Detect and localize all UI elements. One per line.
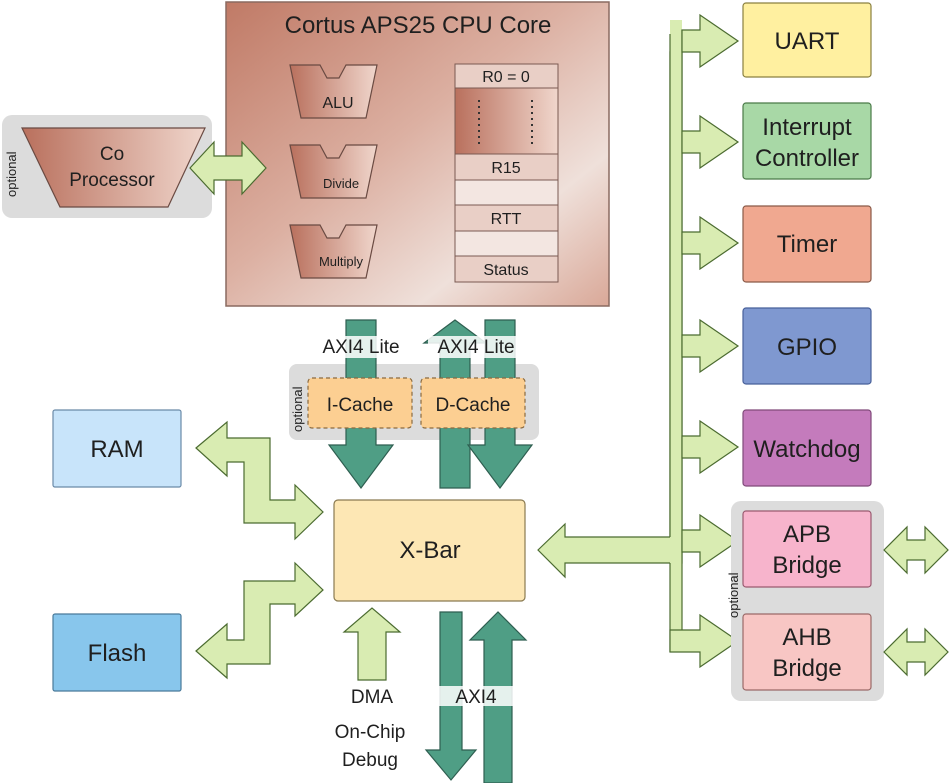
ahb-label-line2: Bridge: [772, 655, 841, 682]
branch-uart: [681, 13, 740, 69]
flash-label: Flash: [88, 640, 147, 667]
xbar-label: X-Bar: [399, 537, 460, 564]
axi4-lite-right-label: AXI4 Lite: [437, 337, 514, 358]
register-status-label: Status: [483, 262, 528, 279]
interrupt-label-line2: Controller: [755, 145, 859, 172]
branch-ahb: [669, 613, 740, 669]
register-r15-label: R15: [491, 160, 520, 177]
interrupt-label-line1: Interrupt: [762, 114, 852, 141]
debug-label-line1: On-Chip: [335, 722, 406, 743]
flash-xbar-arrow: [195, 561, 324, 680]
interrupt-controller-box: Interrupt Controller: [742, 102, 872, 180]
divide-unit: Divide: [289, 144, 378, 199]
register-r0-label: R0 = 0: [482, 69, 530, 86]
alu-label: ALU: [322, 95, 353, 112]
xbar-box: X-Bar: [333, 499, 526, 602]
branch-interrupt: [681, 114, 740, 170]
bridge-optional-label: optional: [726, 572, 741, 618]
watchdog-label: Watchdog: [753, 436, 860, 463]
timer-box: Timer: [742, 205, 872, 283]
dma-label: DMA: [351, 687, 394, 708]
dcache-label: D-Cache: [436, 395, 511, 416]
register-rtt: [454, 204, 559, 232]
icache-label: I-Cache: [327, 395, 394, 416]
coprocessor-label-line1: Co: [100, 144, 124, 165]
ram-xbar-arrow: [195, 420, 324, 541]
ahb-bridge-box: AHB Bridge: [742, 613, 872, 691]
multiply-unit: Multiply: [289, 224, 378, 279]
coprocessor-cpu-arrow: [189, 140, 267, 196]
branch-gpio: [681, 318, 740, 374]
coprocessor-shape: [21, 127, 206, 208]
axi4-lite-left-label: AXI4 Lite: [322, 337, 399, 358]
branch-apb: [681, 513, 740, 569]
alu-unit: ALU: [289, 64, 378, 119]
gpio-box: GPIO: [742, 307, 872, 385]
coprocessor-label-line2: Processor: [69, 170, 155, 191]
cpu-core: Cortus APS25 CPU Core ALU Divide Multipl…: [225, 1, 610, 307]
dcache-box: D-Cache: [420, 377, 526, 429]
branch-timer: [681, 215, 740, 271]
divide-label: Divide: [323, 176, 359, 191]
coprocessor-optional-label: optional: [4, 151, 19, 197]
apb-bridge-box: APB Bridge: [742, 510, 872, 588]
branch-watchdog: [681, 419, 740, 475]
ram-label: RAM: [90, 436, 143, 463]
uart-box: UART: [742, 2, 872, 78]
ram-box: RAM: [52, 409, 182, 488]
gpio-label: GPIO: [777, 334, 837, 361]
apb-label-line2: Bridge: [772, 552, 841, 579]
apb-label-line1: APB: [783, 521, 831, 548]
register-rtt-label: RTT: [491, 211, 522, 228]
uart-label: UART: [775, 28, 840, 55]
cache-optional-label: optional: [290, 386, 305, 432]
apb-output-arrow: [883, 525, 949, 575]
axi4-label: AXI4: [455, 687, 497, 708]
bus-branches: [669, 13, 740, 669]
register-status: [454, 255, 559, 283]
register-r0: [454, 63, 559, 89]
ahb-label-line1: AHB: [782, 624, 831, 651]
register-r15: [454, 153, 559, 181]
dma-arrow: [342, 607, 402, 681]
flash-box: Flash: [52, 613, 182, 692]
coprocessor-group: optional Co Processor: [2, 115, 212, 218]
debug-label-line2: Debug: [342, 750, 398, 771]
timer-label: Timer: [777, 231, 837, 258]
ahb-output-arrow: [883, 627, 949, 677]
register-file: R0 = 0 R15 RTT Status: [454, 63, 559, 283]
icache-box: I-Cache: [307, 377, 413, 429]
watchdog-box: Watchdog: [742, 409, 872, 487]
multiply-label: Multiply: [319, 254, 364, 269]
cpu-title: Cortus APS25 CPU Core: [285, 12, 552, 39]
